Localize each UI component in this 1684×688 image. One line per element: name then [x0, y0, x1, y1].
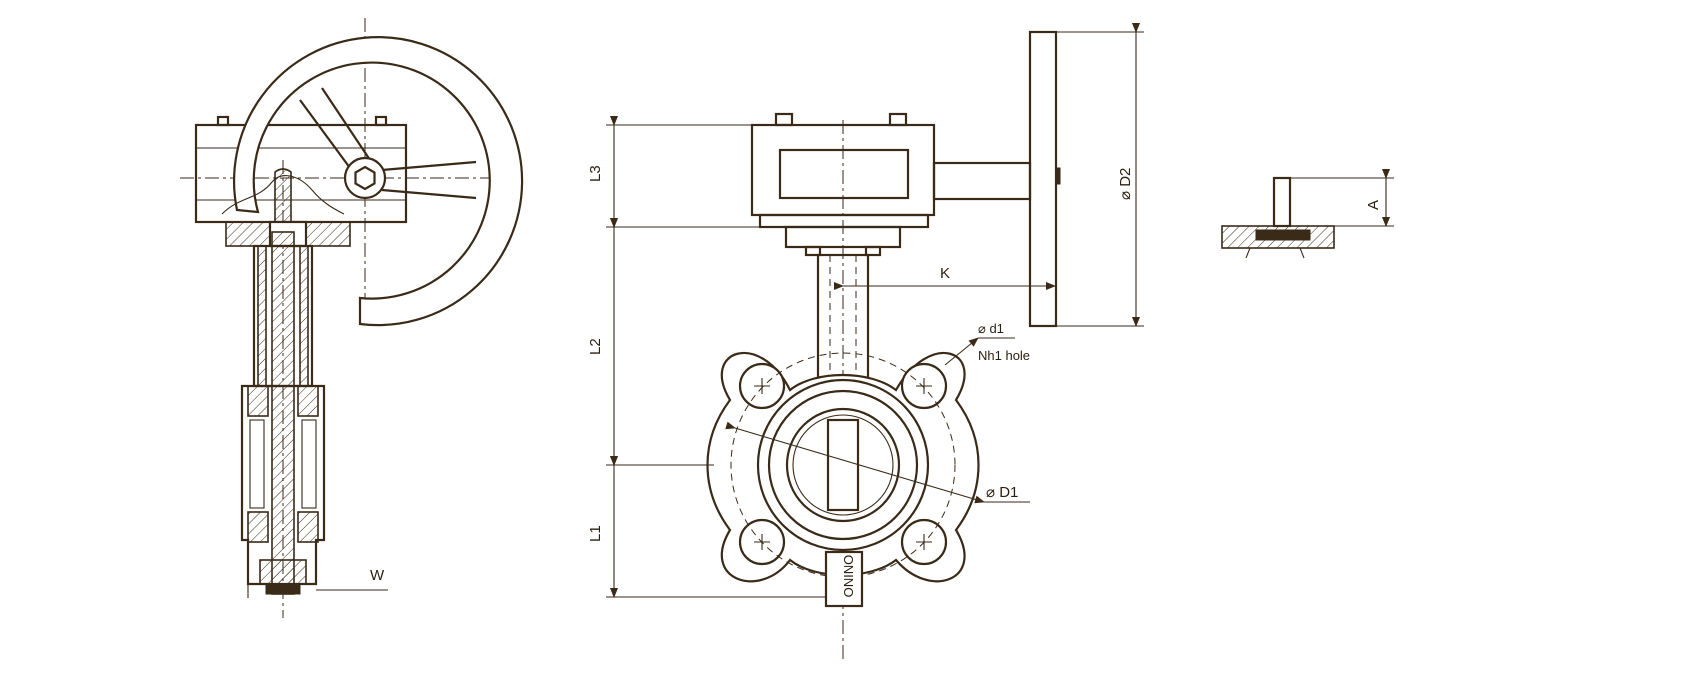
input-shaft	[932, 161, 1032, 201]
side-section-view: W	[180, 18, 524, 618]
body-upper-right-seal	[297, 385, 319, 417]
handwheel-rim	[232, 36, 524, 327]
body-marking-text: ONINO	[841, 555, 856, 598]
gearbox-cover	[778, 148, 910, 200]
d1-big-leader	[725, 421, 985, 504]
handwheel-edge-view	[1028, 30, 1058, 328]
body-lower-right-seal	[297, 511, 319, 543]
gearbox-top-bolt-right	[888, 112, 908, 127]
handwheel-hub	[343, 156, 387, 200]
label-d1-small: ⌀ d1	[978, 321, 1004, 336]
detail-view-a: A	[1221, 169, 1394, 259]
gearbox-adapter	[784, 225, 902, 249]
hub-hex-nut	[354, 165, 376, 191]
handwheel-spoke-right	[381, 160, 477, 200]
body-bottom-boss	[824, 550, 864, 608]
detail-seal	[1255, 229, 1311, 241]
d1-leader-arrow	[944, 337, 979, 366]
hole-cross-tl	[754, 378, 770, 394]
neck-bolt-right	[864, 245, 882, 257]
hole-cross-tr	[916, 378, 932, 394]
handwheel-spoke-upper	[299, 87, 371, 169]
label-k: K	[940, 265, 950, 282]
body-lower-left-seal	[247, 511, 269, 543]
neck-bolt-left	[804, 245, 822, 257]
neck-wall-left	[257, 245, 267, 387]
gearbox-top-bolt-left	[774, 112, 794, 127]
body-upper-left-seal	[247, 385, 269, 417]
label-l3: L3	[587, 165, 604, 182]
label-d1-big: ⌀ D1	[986, 484, 1018, 501]
label-l1: L1	[587, 525, 604, 542]
label-w: W	[370, 567, 385, 584]
gearbox-bolt-right	[374, 115, 388, 127]
gearbox-bolt-left	[216, 115, 230, 127]
valve-body-section	[240, 384, 326, 586]
handwheel-hub-mark	[1055, 167, 1061, 185]
label-a: A	[1365, 200, 1382, 210]
detail-stem	[1272, 176, 1292, 228]
label-nh1-hole: Nh1 hole	[978, 348, 1030, 363]
label-l2: L2	[587, 338, 604, 355]
label-d2: ⌀ D2	[1117, 168, 1134, 200]
gearbox-base	[758, 213, 930, 229]
seat-liner-left	[249, 419, 265, 509]
stem-upper-section	[274, 168, 292, 223]
front-view: ONINO ⌀ d1 Nh1 hole ⌀ D1 L3 L2 L1 K ⌀ D2	[587, 23, 1144, 660]
detail-break-marks	[1245, 247, 1305, 259]
neck-wall-right	[299, 245, 309, 387]
stem-section	[271, 231, 295, 595]
bottom-bolt	[265, 583, 301, 595]
bottom-plug-section	[259, 559, 307, 585]
seat-liner-right	[301, 419, 317, 509]
